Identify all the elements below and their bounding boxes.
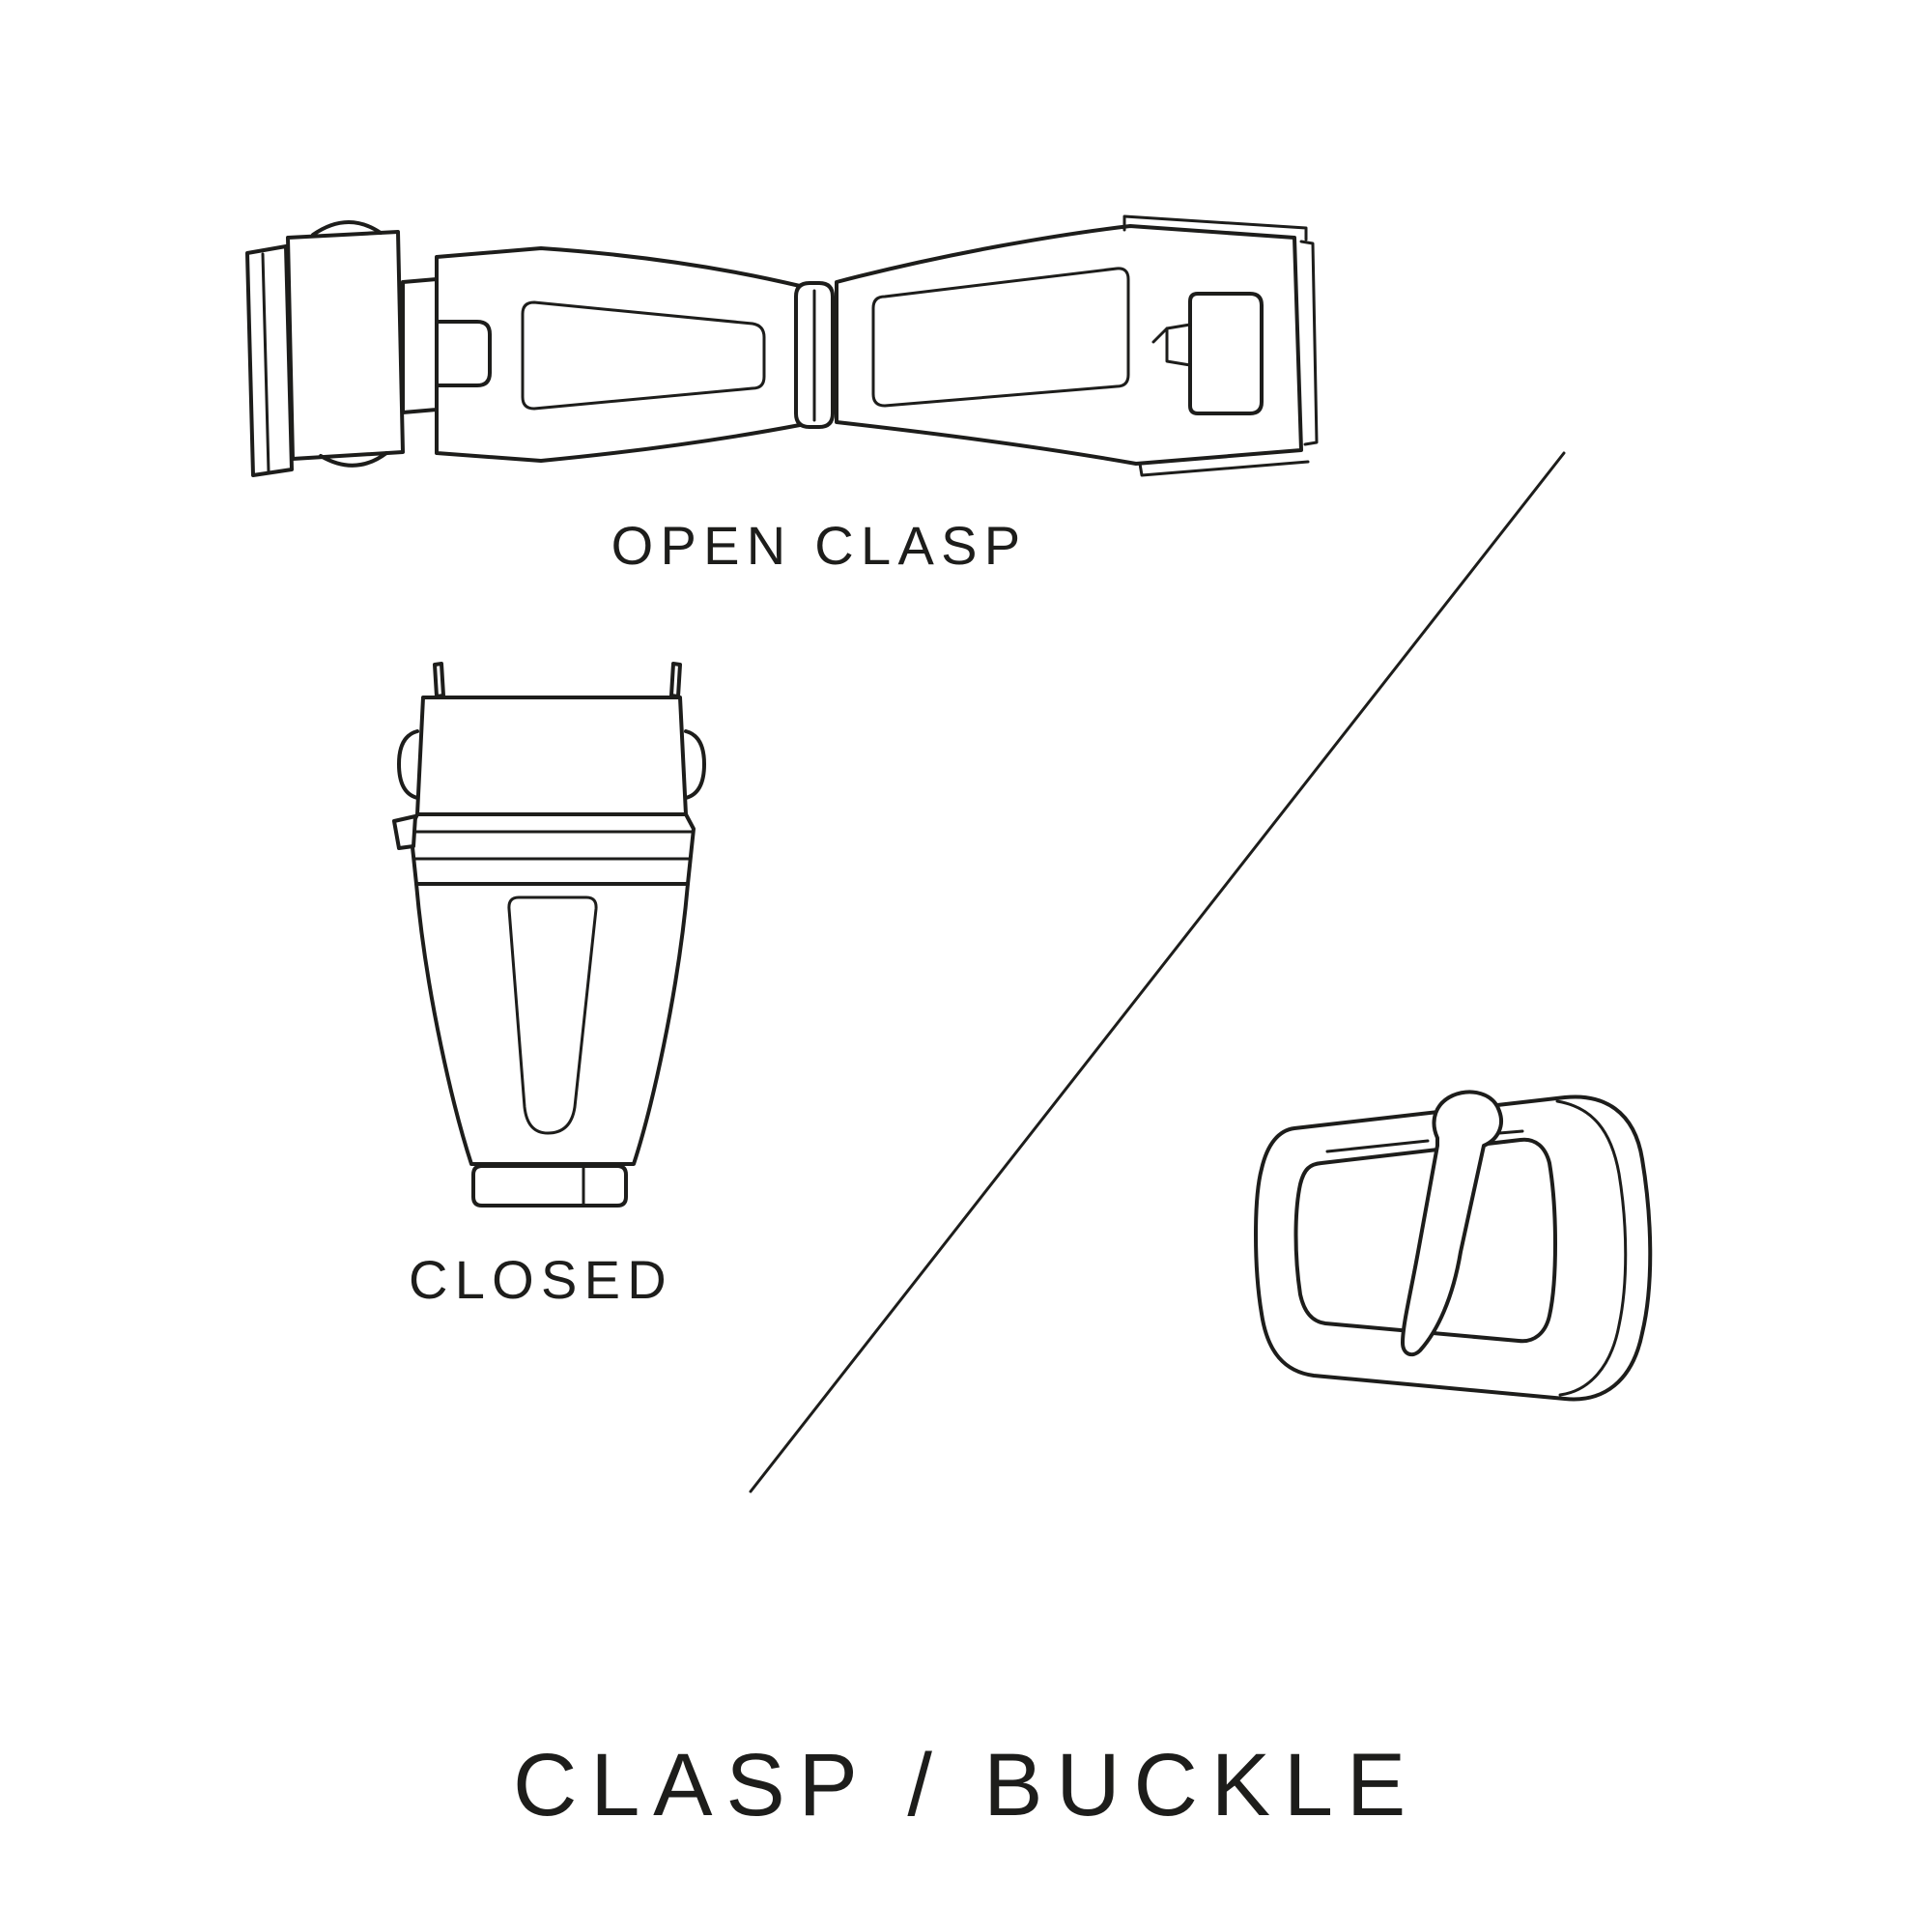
closed-clasp-illustration bbox=[392, 662, 706, 1208]
buckle-illustration bbox=[1254, 1090, 1653, 1402]
open-clasp-illustration bbox=[245, 214, 1319, 477]
open-clasp-caption: OPEN CLASP bbox=[611, 515, 1028, 576]
diagonal-divider-line bbox=[749, 451, 1566, 1493]
page-title: CLASP / BUCKLE bbox=[512, 1736, 1420, 1834]
closed-clasp-caption: CLOSED bbox=[409, 1249, 673, 1310]
